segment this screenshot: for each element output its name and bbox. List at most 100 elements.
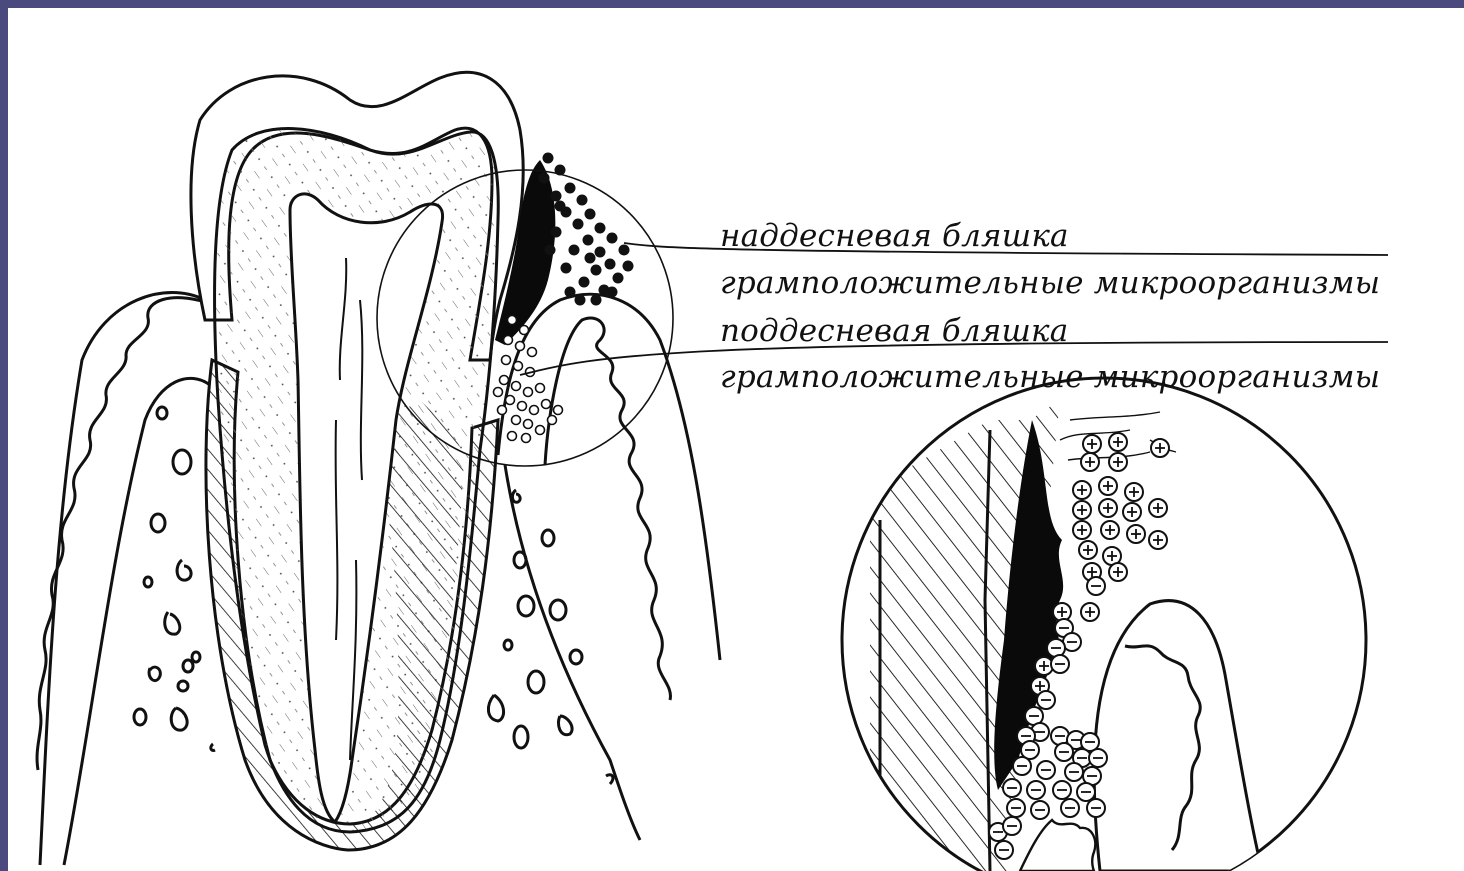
gram-negative-marker bbox=[1027, 781, 1045, 799]
microorganism-circle bbox=[524, 420, 533, 429]
microorganism-circle bbox=[542, 400, 551, 409]
gram-negative-marker bbox=[1061, 799, 1079, 817]
microorganism-circle bbox=[512, 382, 521, 391]
microorganism-circle bbox=[500, 376, 509, 385]
subgingival-microorganisms-label: грамположительные микроорганизмы bbox=[720, 359, 1380, 395]
gram-positive-marker bbox=[1099, 499, 1117, 517]
gram-positive-marker bbox=[1151, 439, 1169, 457]
gram-positive-marker bbox=[1073, 481, 1091, 499]
microorganism-dot bbox=[623, 261, 634, 272]
gram-positive-marker bbox=[1149, 499, 1167, 517]
zoom-inset bbox=[842, 378, 1366, 871]
gram-negative-marker bbox=[1077, 783, 1095, 801]
gram-positive-marker bbox=[1125, 483, 1143, 501]
microorganism-dot bbox=[565, 183, 576, 194]
microorganism-dot bbox=[575, 295, 586, 306]
microorganism-dot bbox=[595, 223, 606, 234]
microorganism-dot bbox=[551, 191, 562, 202]
microorganism-dot bbox=[545, 245, 556, 256]
gram-positive-marker bbox=[1079, 541, 1097, 559]
gram-positive-marker bbox=[1101, 521, 1119, 539]
microorganism-circle bbox=[494, 388, 503, 397]
microorganism-dot bbox=[573, 219, 584, 230]
gram-positive-marker bbox=[1081, 603, 1099, 621]
gram-positive-marker bbox=[1099, 477, 1117, 495]
microorganism-circle bbox=[528, 348, 537, 357]
gram-negative-marker bbox=[1055, 743, 1073, 761]
microorganism-circle bbox=[548, 416, 557, 425]
gram-negative-marker bbox=[995, 841, 1013, 859]
microorganism-dot bbox=[579, 277, 590, 288]
gram-positive-marker bbox=[1081, 453, 1099, 471]
microorganism-circle bbox=[502, 356, 511, 365]
microorganism-circle bbox=[506, 396, 515, 405]
gram-positive-marker bbox=[1109, 433, 1127, 451]
gram-positive-marker bbox=[1073, 521, 1091, 539]
microorganism-dot bbox=[561, 263, 572, 274]
microorganism-dot bbox=[585, 209, 596, 220]
gram-negative-marker bbox=[1003, 779, 1021, 797]
gram-positive-marker bbox=[1127, 525, 1145, 543]
microorganism-dot bbox=[555, 201, 566, 212]
gram-negative-marker bbox=[1037, 691, 1055, 709]
gram-negative-marker bbox=[1065, 763, 1083, 781]
microorganism-circle bbox=[522, 434, 531, 443]
subgingival-plaque-label: поддесневая бляшка bbox=[720, 313, 1068, 349]
diagram-canvas: наддесневая бляшка грамположительные мик… bbox=[8, 8, 1464, 871]
microorganism-dot bbox=[565, 287, 576, 298]
microorganism-circle bbox=[516, 342, 525, 351]
microorganism-circle bbox=[512, 416, 521, 425]
gram-negative-marker bbox=[1051, 655, 1069, 673]
supragingival-microorganisms-label: грамположительные микроорганизмы bbox=[720, 265, 1380, 301]
tooth-diagram bbox=[8, 8, 1464, 871]
microorganism-dot bbox=[613, 273, 624, 284]
microorganism-dot bbox=[551, 227, 562, 238]
supragingival-microorganisms bbox=[539, 153, 634, 306]
microorganism-dot bbox=[595, 247, 606, 258]
microorganism-dot bbox=[583, 235, 594, 246]
microorganism-dot bbox=[539, 173, 550, 184]
microorganism-dot bbox=[591, 295, 602, 306]
gram-negative-marker bbox=[1037, 761, 1055, 779]
microorganism-circle bbox=[498, 406, 507, 415]
gram-negative-marker bbox=[1087, 577, 1105, 595]
microorganism-dot bbox=[619, 245, 630, 256]
microorganism-dot bbox=[607, 233, 618, 244]
gram-positive-marker bbox=[1123, 503, 1141, 521]
microorganism-circle bbox=[504, 336, 513, 345]
microorganism-dot bbox=[543, 153, 554, 164]
microorganism-circle bbox=[536, 426, 545, 435]
gram-negative-marker bbox=[1003, 817, 1021, 835]
microorganism-dot bbox=[607, 287, 618, 298]
microorganism-dot bbox=[585, 253, 596, 264]
microorganism-circle bbox=[530, 406, 539, 415]
gram-negative-marker bbox=[1013, 757, 1031, 775]
supragingival-plaque-label: наддесневая бляшка bbox=[720, 218, 1069, 254]
microorganism-circle bbox=[508, 316, 517, 325]
gram-positive-marker bbox=[1109, 563, 1127, 581]
microorganism-circle bbox=[536, 384, 545, 393]
microorganism-dot bbox=[569, 245, 580, 256]
gram-positive-marker bbox=[1073, 501, 1091, 519]
gram-negative-marker bbox=[1053, 781, 1071, 799]
microorganism-dot bbox=[605, 259, 616, 270]
gram-negative-marker bbox=[1089, 749, 1107, 767]
leader-lines bbox=[520, 243, 1388, 375]
microorganism-circle bbox=[554, 406, 563, 415]
microorganism-circle bbox=[524, 388, 533, 397]
gram-negative-marker bbox=[1007, 799, 1025, 817]
gram-positive-marker bbox=[1149, 531, 1167, 549]
microorganism-dot bbox=[577, 195, 588, 206]
gram-positive-marker bbox=[1109, 453, 1127, 471]
microorganism-dot bbox=[591, 265, 602, 276]
gram-positive-marker bbox=[1083, 435, 1101, 453]
right-alveolar-bone bbox=[488, 465, 640, 840]
microorganism-circle bbox=[520, 326, 529, 335]
microorganism-circle bbox=[508, 432, 517, 441]
left-alveolar-bone bbox=[64, 378, 215, 865]
gram-negative-marker bbox=[1087, 799, 1105, 817]
microorganism-circle bbox=[518, 402, 527, 411]
microorganism-circle bbox=[514, 362, 523, 371]
gram-negative-marker bbox=[1031, 801, 1049, 819]
